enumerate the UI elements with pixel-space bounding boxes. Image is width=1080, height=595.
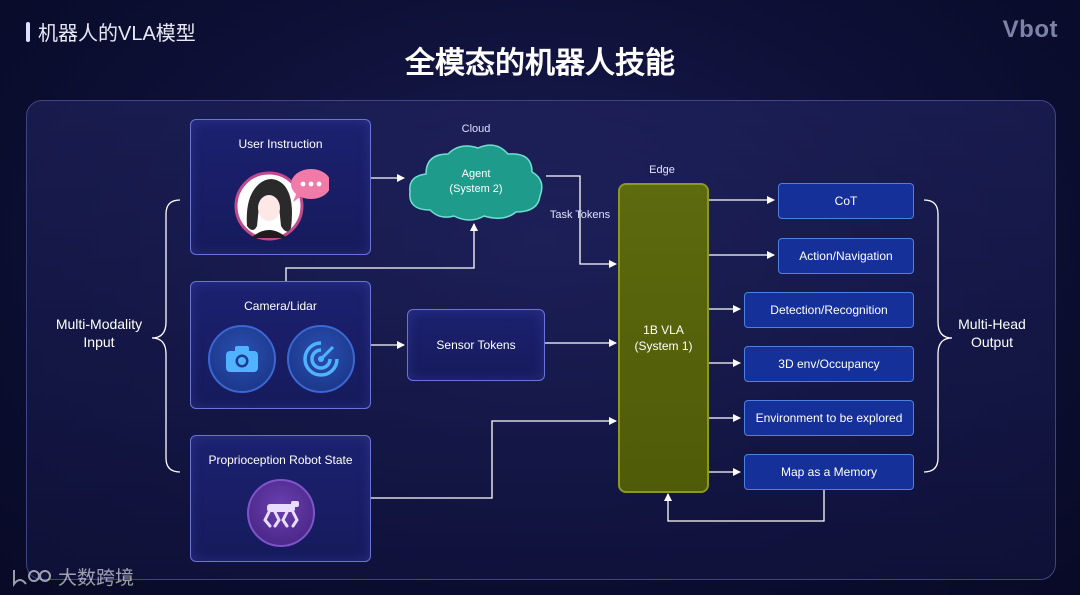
arrow-memory-feedback xyxy=(664,490,825,522)
camera-lidar-title: Camera/Lidar xyxy=(244,299,317,313)
robot-dog-icon xyxy=(263,501,299,528)
watermark-text: 大数跨境 xyxy=(58,568,135,589)
output-detection-recognition: Detection/Recognition xyxy=(744,292,914,328)
woman-avatar-icon xyxy=(234,169,329,241)
camera-icon xyxy=(226,346,258,372)
output-label: Multi-Head Output xyxy=(944,315,1040,351)
radar-icon xyxy=(303,341,339,377)
vla-subtitle: (System 1) xyxy=(634,339,693,353)
output-brace xyxy=(923,199,953,473)
output-map-memory: Map as a Memory xyxy=(744,454,914,490)
agent-node: Agent (System 2) xyxy=(420,167,532,197)
robot-icon-circle xyxy=(247,479,315,547)
watermark-logo-icon xyxy=(13,569,51,587)
sensor-tokens-box: Sensor Tokens xyxy=(407,309,545,381)
output-environment-explored: Environment to be explored xyxy=(744,400,914,436)
page-title: 全模态的机器人技能 xyxy=(405,47,675,80)
cloud-label: Cloud xyxy=(461,123,491,135)
watermark: 大数跨境 xyxy=(10,563,134,590)
page-tag: 机器人的VLA模型 xyxy=(26,17,196,46)
output-label-line1: Multi-Head xyxy=(958,316,1026,332)
page-tag-text: 机器人的VLA模型 xyxy=(38,23,196,45)
arrow-camera-agent xyxy=(285,223,478,281)
output-3d-env-occupancy: 3D env/Occupancy xyxy=(744,346,914,382)
vla-title: 1B VLA xyxy=(643,323,684,337)
agent-title: Agent xyxy=(461,168,491,180)
radar-icon-circle xyxy=(287,325,355,393)
proprioception-card: Proprioception Robot State xyxy=(190,435,371,562)
task-tokens-label: Task Tokens xyxy=(549,209,611,221)
user-instruction-title: User Instruction xyxy=(238,137,323,151)
output-action-navigation: Action/Navigation xyxy=(778,238,914,274)
camera-lidar-card: Camera/Lidar xyxy=(190,281,371,409)
arrow-proprio-vla xyxy=(370,417,617,499)
input-label: Multi-Modality Input xyxy=(44,315,154,351)
brand-logo: Vbot xyxy=(1002,16,1058,43)
edge-label: Edge xyxy=(649,164,675,176)
input-brace xyxy=(151,199,181,473)
proprioception-title: Proprioception Robot State xyxy=(208,453,353,467)
vla-box: 1B VLA (System 1) xyxy=(618,183,709,493)
arrow-agent-vla xyxy=(546,175,617,268)
input-label-line2: Input xyxy=(83,334,115,350)
page-tag-bar xyxy=(26,21,30,42)
sensor-tokens-label: Sensor Tokens xyxy=(436,338,516,352)
agent-cloud-shape xyxy=(409,144,543,221)
chat-bubble-icon xyxy=(291,169,329,202)
output-label-line2: Output xyxy=(970,334,1014,350)
agent-subtitle: (System 2) xyxy=(449,183,503,195)
camera-icon-circle xyxy=(208,325,276,393)
output-cot: CoT xyxy=(778,183,914,219)
input-label-line1: Multi-Modality xyxy=(55,316,143,332)
user-instruction-card: User Instruction xyxy=(190,119,371,255)
